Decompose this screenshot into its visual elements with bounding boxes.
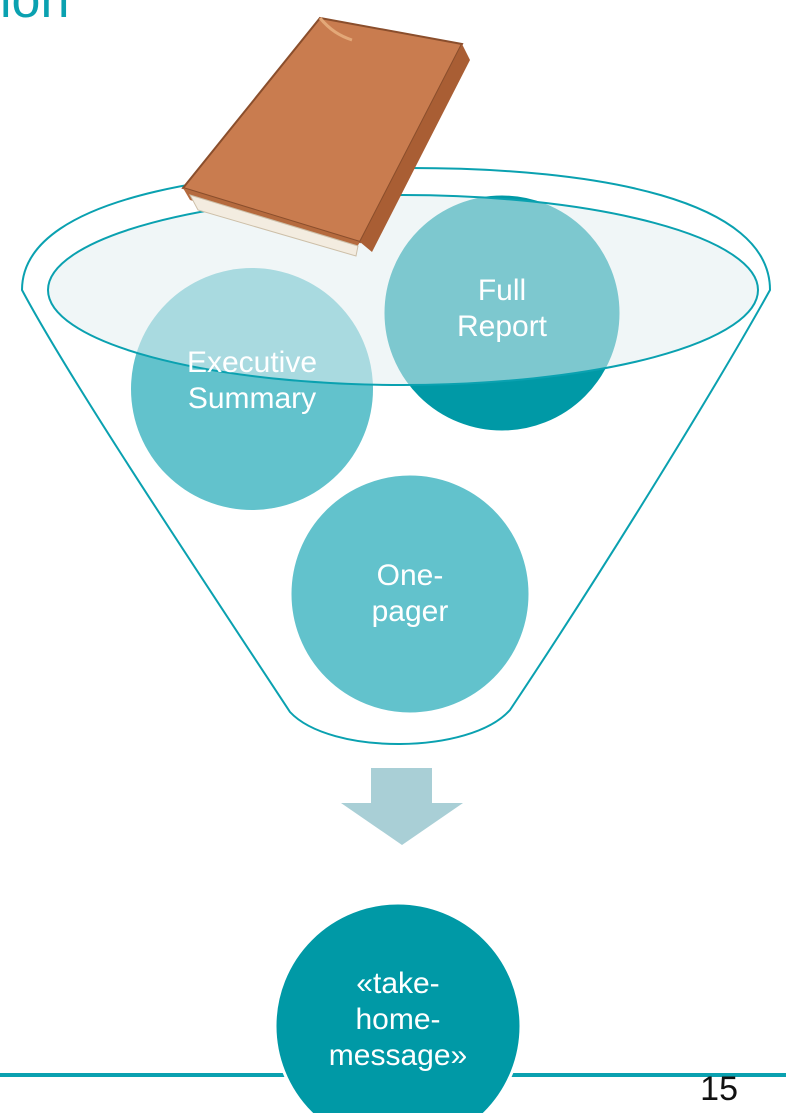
one-pager-circle — [288, 472, 532, 716]
book-icon — [181, 16, 470, 257]
take-home-message-circle — [273, 901, 523, 1113]
take-home-message-label: «take- home- message» — [328, 967, 468, 1072]
full-report-label: Full Report — [456, 274, 548, 343]
down-arrow-icon — [341, 768, 463, 845]
one-pager-label: One- pager — [371, 559, 449, 628]
funnel-top-ellipse — [47, 194, 759, 386]
executive-summary-label: Executive Summary — [186, 346, 318, 415]
slide-title-fragment: ion — [0, 0, 70, 29]
page-number: 15 — [700, 1070, 738, 1108]
